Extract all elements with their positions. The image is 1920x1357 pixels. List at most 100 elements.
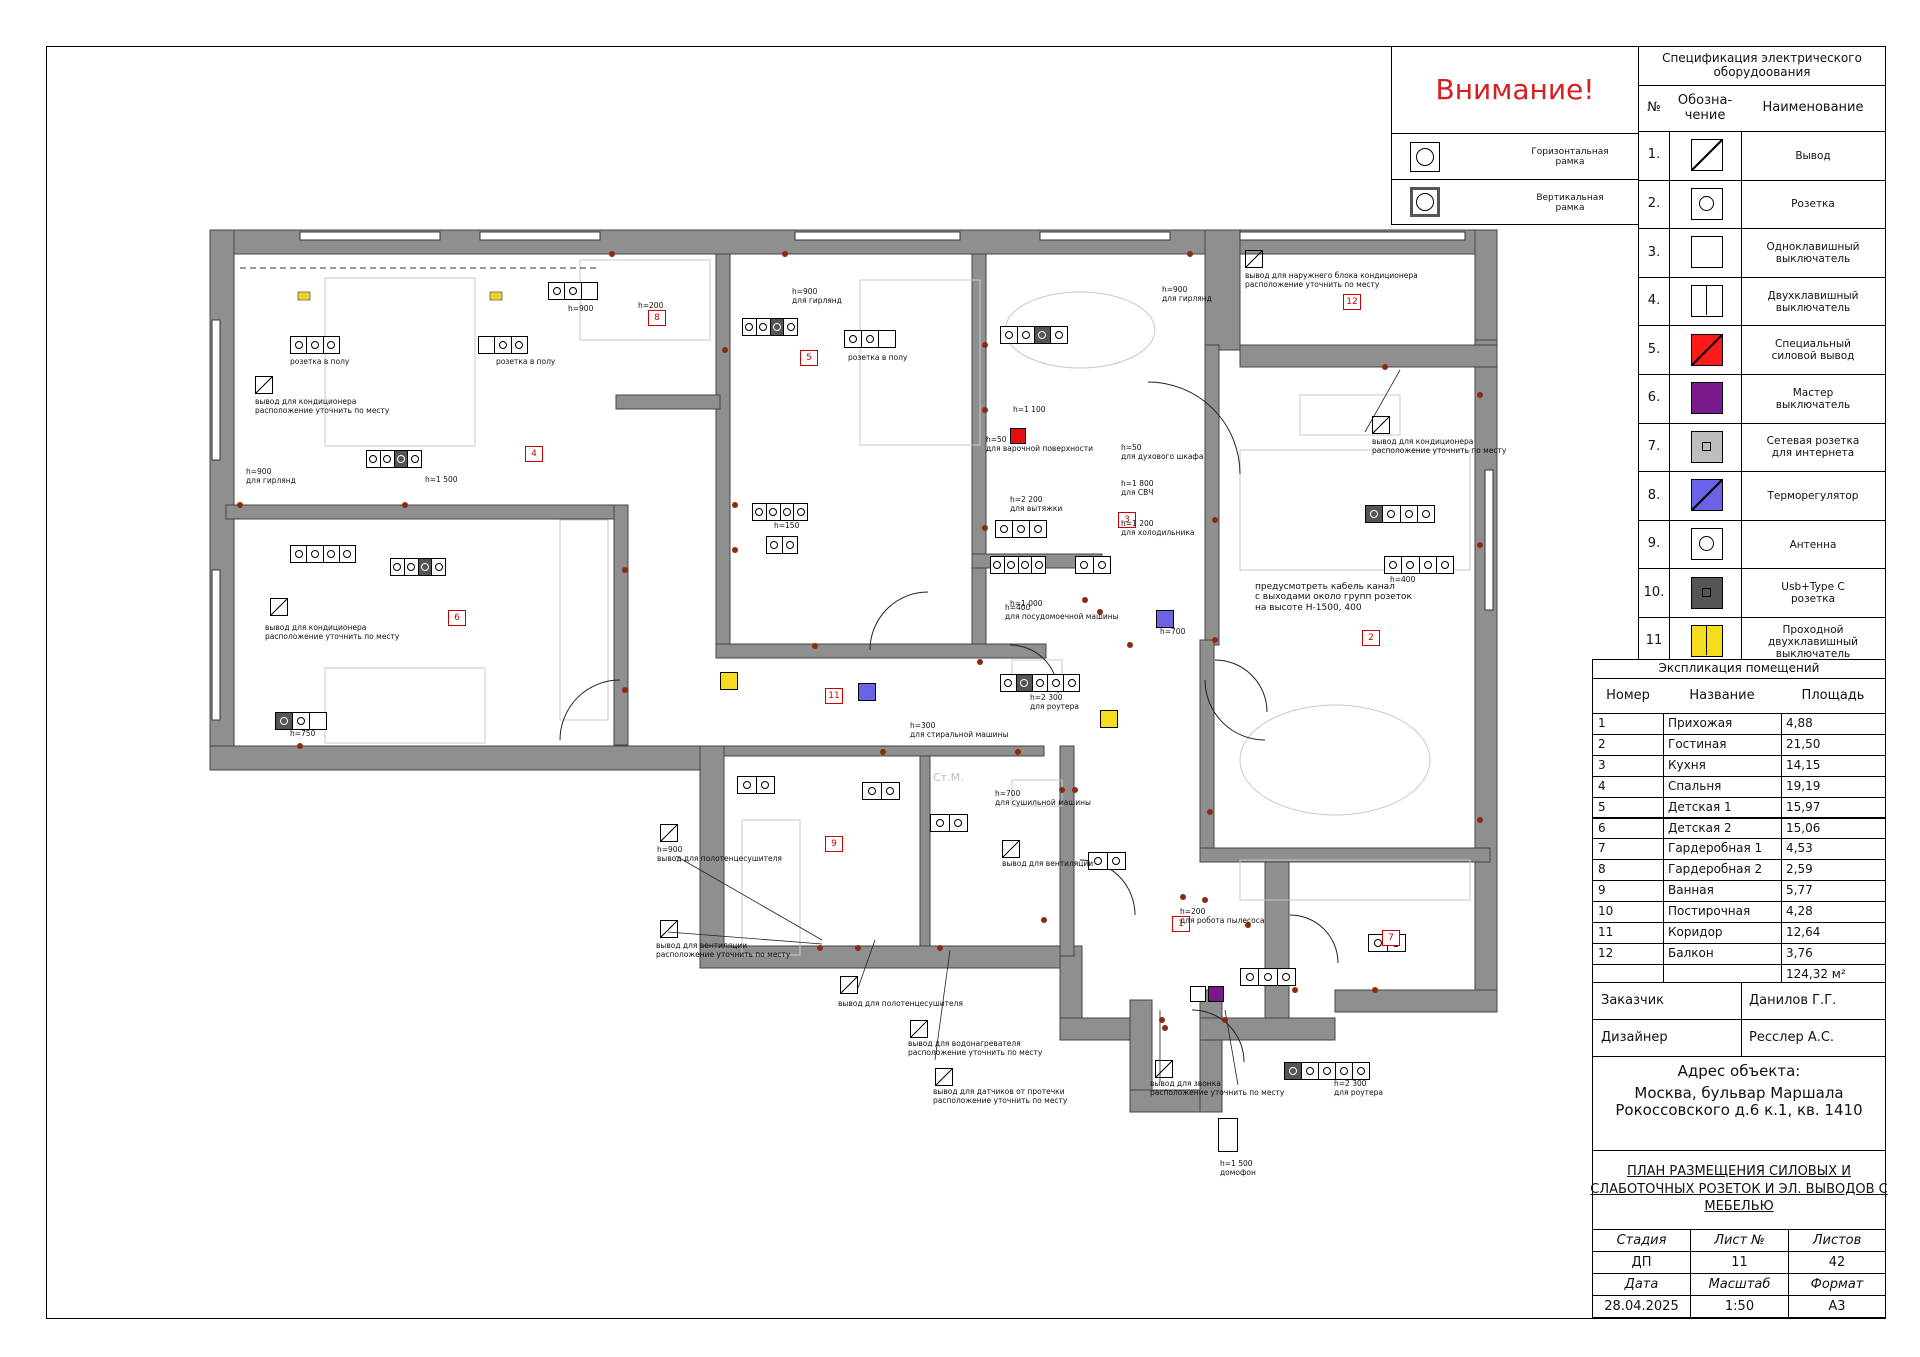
doorbell-note: вывод для звонка расположение уточнить п…: [1150, 1079, 1285, 1097]
socket-group: [478, 336, 528, 354]
pass-through-switch-icon: [720, 672, 738, 690]
wall: [715, 253, 731, 655]
spec-row-name: Проходной двухклавишный выключатель: [1768, 623, 1858, 660]
socket-group: [1000, 326, 1068, 344]
room-number-cell: 8: [1598, 862, 1606, 877]
height-tag: h=400: [1390, 575, 1416, 584]
room-number-cell: 11: [1598, 925, 1614, 939]
format-value: А3: [1788, 1295, 1886, 1318]
explication-title-cell: Экспликация помещений: [1592, 659, 1886, 679]
spec-row-number: 4.: [1647, 293, 1661, 309]
room-number: 5: [800, 350, 818, 366]
room-area-cell: 3,76: [1786, 945, 1813, 960]
outdoor-ac-note: вывод для наружнего блока кондиционера р…: [1245, 271, 1418, 289]
room-number: 9: [825, 836, 843, 852]
ac-bedroom-note: вывод для кондиционера расположение уточ…: [255, 397, 390, 415]
room-area-cell: 21,50: [1786, 736, 1821, 751]
pass-through-switch-icon: [1100, 710, 1118, 728]
room-area-cell: 4,88: [1786, 716, 1813, 730]
thermostat-icon: [858, 683, 876, 701]
room-name-cell: Балкон: [1668, 945, 1714, 960]
spec-row-number: 6.: [1647, 390, 1661, 406]
attention-title-cell: Внимание!: [1391, 46, 1639, 134]
room-number: 3: [1118, 512, 1136, 528]
spec-row-name: Антенна: [1789, 538, 1837, 551]
date-value: 28.04.2025: [1592, 1295, 1691, 1318]
room-area-cell: 19,19: [1786, 778, 1821, 793]
spec-row-number: 11: [1645, 633, 1663, 649]
single-switch-icon: [1691, 236, 1723, 269]
robot-vacuum-note: h=200 для робота пылесоса: [1180, 907, 1265, 925]
room-number: 12: [1343, 294, 1361, 310]
wall: [1199, 847, 1491, 863]
spec-header-symbol: Обозна- чение: [1677, 92, 1733, 123]
room-area-cell: 12,64: [1786, 925, 1821, 939]
room-number-cell: 3: [1598, 757, 1606, 772]
explication-header: Номер Название Площадь: [1592, 678, 1886, 714]
output-icon: [1245, 250, 1263, 268]
intercom-icon: [1218, 1118, 1238, 1152]
explication-title: Экспликация помещений: [1658, 661, 1820, 676]
wall: [1204, 344, 1220, 646]
wall: [971, 253, 987, 645]
spec-row: 5.Специальный силовой вывод: [1638, 325, 1886, 375]
sheet-title-block: ПЛАН РАЗМЕЩЕНИЯ СИЛОВЫХ И СЛАБОТОЧНЫХ РО…: [1590, 1150, 1888, 1230]
height-tag: h=750: [290, 729, 316, 738]
output-icon: [1002, 840, 1020, 858]
socket-group: [275, 712, 327, 730]
wall: [1059, 945, 1083, 1025]
explication-total-row: 124,32 м²: [1592, 963, 1886, 986]
designer-name: Ресслер А.С.: [1749, 1030, 1835, 1045]
output-icon: [910, 1020, 928, 1038]
router-note: h=2 300 для роутера: [1030, 693, 1080, 711]
wall: [919, 745, 931, 947]
spec-row-number: 8.: [1647, 487, 1661, 503]
spec-row: 2.Розетка: [1638, 179, 1886, 230]
address-text: Москва, бульвар Маршала Рокоссовского д.…: [1615, 1084, 1863, 1120]
socket-group: [1075, 556, 1111, 574]
room-number: 8: [648, 310, 666, 326]
room-number: 7: [1382, 930, 1400, 946]
room-area-cell: 2,59: [1786, 862, 1813, 877]
room-name-cell: Детская 2: [1668, 820, 1732, 835]
room-name-cell: Гардеробная 1: [1668, 841, 1763, 856]
socket-group: [844, 330, 896, 348]
attention-row: Горизонтальная рамка: [1391, 133, 1639, 180]
spec-row-name: Сетевая розетка для интернета: [1766, 435, 1860, 460]
stage-label: Стадия: [1592, 1229, 1691, 1252]
vent-bath-note: вывод для вентиляции расположение уточни…: [656, 941, 791, 959]
oven-note: h=50 для духового шкафа: [1121, 443, 1204, 461]
room-number-cell: 4: [1598, 778, 1606, 793]
output-icon: [270, 598, 288, 616]
socket-group: [366, 450, 422, 468]
attention-title: Внимание!: [1435, 72, 1595, 106]
intercom-note: h=1 500 домофон: [1220, 1159, 1256, 1177]
output-icon: [660, 824, 678, 842]
room-area-cell: 14,15: [1786, 757, 1821, 772]
special-power-output-icon: [1691, 333, 1723, 366]
spec-row-number: 10.: [1643, 584, 1665, 600]
thermostat-icon: [1156, 610, 1174, 628]
wall: [1204, 229, 1241, 351]
room-number-cell: 9: [1598, 883, 1606, 898]
room-area-cell: 4,28: [1786, 904, 1813, 919]
socket-group: [990, 556, 1046, 574]
socket-icon: [1691, 187, 1723, 220]
room-number: 4: [525, 446, 543, 462]
customer-name: Данилов Г.Г.: [1749, 993, 1837, 1008]
height-tag: h=700: [1160, 627, 1186, 636]
spec-header-no: №: [1647, 100, 1661, 116]
socket-group: [995, 520, 1047, 538]
attention-row-label: Горизонтальная рамка: [1531, 146, 1609, 167]
output-icon: [935, 1068, 953, 1086]
leak-sensors-note: вывод для датчиков от протечки расположе…: [933, 1087, 1068, 1105]
room-number-cell: 10: [1598, 904, 1614, 919]
antenna-icon: [1691, 528, 1723, 561]
floor-socket-note: розетка в полу: [496, 357, 556, 366]
wall: [1474, 229, 1498, 341]
floor-socket-note: розетка в полу: [290, 357, 350, 366]
wall: [1239, 344, 1498, 368]
